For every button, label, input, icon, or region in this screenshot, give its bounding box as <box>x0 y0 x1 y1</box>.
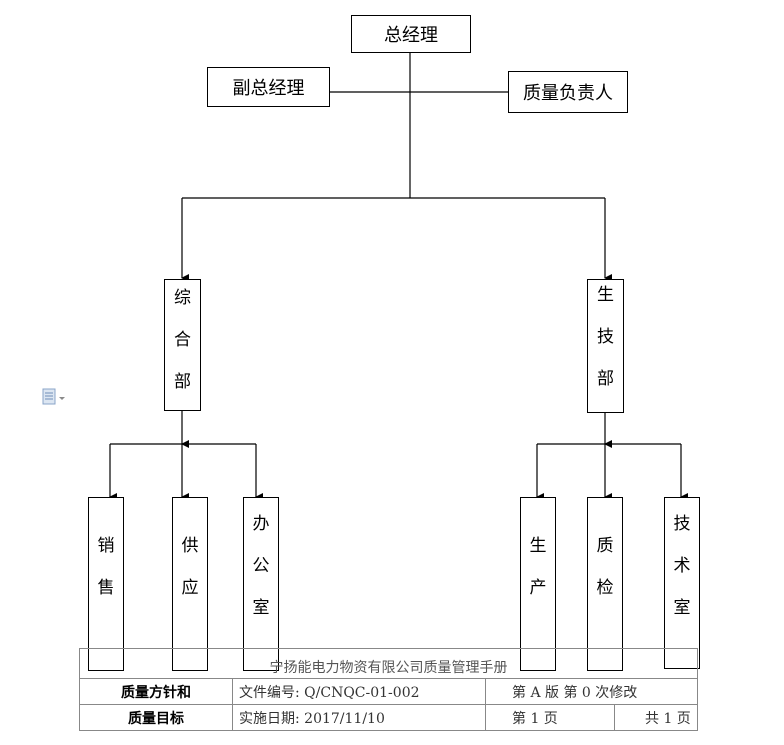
footer-effective-date: 实施日期: 2017/11/10 <box>232 704 486 731</box>
footer-total-pages: 共 1 页 <box>614 704 698 731</box>
general-manager-box: 总经理 <box>351 15 471 53</box>
dept-right-char: 技 <box>597 327 614 347</box>
footer-table: 质量方针和 文件编号: Q/CNQC-01-002 第 A 版 第 0 次修改 … <box>79 678 698 731</box>
footer-page: 第 1 页 <box>485 704 615 731</box>
unit-tech-char: 室 <box>673 598 691 618</box>
unit-box-office: 办公室 <box>243 497 279 671</box>
unit-sales-char: 售 <box>97 578 115 598</box>
unit-office-char: 办 <box>252 514 270 534</box>
footer-file-no: 文件编号: Q/CNQC-01-002 <box>232 678 486 705</box>
footer-section-line2: 质量目标 <box>79 704 233 731</box>
unit-qc-char: 质 <box>596 536 614 556</box>
unit-office-char: 公 <box>252 556 270 576</box>
unit-production-char: 生 <box>529 536 547 556</box>
unit-box-qc: 质检 <box>587 497 623 671</box>
unit-qc-char: 检 <box>596 578 614 598</box>
unit-office-char: 室 <box>252 598 270 618</box>
unit-box-supply: 供应 <box>172 497 208 671</box>
dept-left-char: 合 <box>174 330 191 350</box>
footer-header: 宁扬能电力物资有限公司质量管理手册 <box>79 648 698 678</box>
unit-sales-char: 销 <box>97 536 115 556</box>
unit-tech-char: 技 <box>673 514 691 534</box>
footer-row-1: 质量方针和 文件编号: Q/CNQC-01-002 第 A 版 第 0 次修改 <box>79 678 698 705</box>
quality-owner-box: 质量负责人 <box>508 71 628 113</box>
dept-right-char: 生 <box>597 285 614 305</box>
deputy-manager-box: 副总经理 <box>207 67 330 107</box>
dept-left-char: 综 <box>174 288 191 308</box>
unit-production-char: 产 <box>529 578 547 598</box>
unit-tech-char: 术 <box>673 556 691 576</box>
footer-company-title: 宁扬能电力物资有限公司质量管理手册 <box>269 660 508 676</box>
unit-supply-char: 应 <box>181 578 199 598</box>
dept-box-right: 生技部 <box>587 279 624 413</box>
unit-box-tech: 技术室 <box>664 497 700 669</box>
footer-version: 第 A 版 第 0 次修改 <box>485 678 698 705</box>
footer-row-2: 质量目标 实施日期: 2017/11/10 第 1 页 共 1 页 <box>79 704 698 731</box>
quality-owner-label: 质量负责人 <box>523 83 613 104</box>
dept-left-char: 部 <box>174 372 191 392</box>
unit-box-sales: 销售 <box>88 497 124 671</box>
unit-box-production: 生产 <box>520 497 556 671</box>
footer-section-line1: 质量方针和 <box>79 678 233 705</box>
general-manager-label: 总经理 <box>384 25 438 46</box>
dept-box-left: 综合部 <box>164 279 201 411</box>
unit-supply-char: 供 <box>181 536 199 556</box>
document-icon[interactable] <box>42 388 68 408</box>
deputy-manager-label: 副总经理 <box>232 78 305 99</box>
dept-right-char: 部 <box>597 369 614 389</box>
